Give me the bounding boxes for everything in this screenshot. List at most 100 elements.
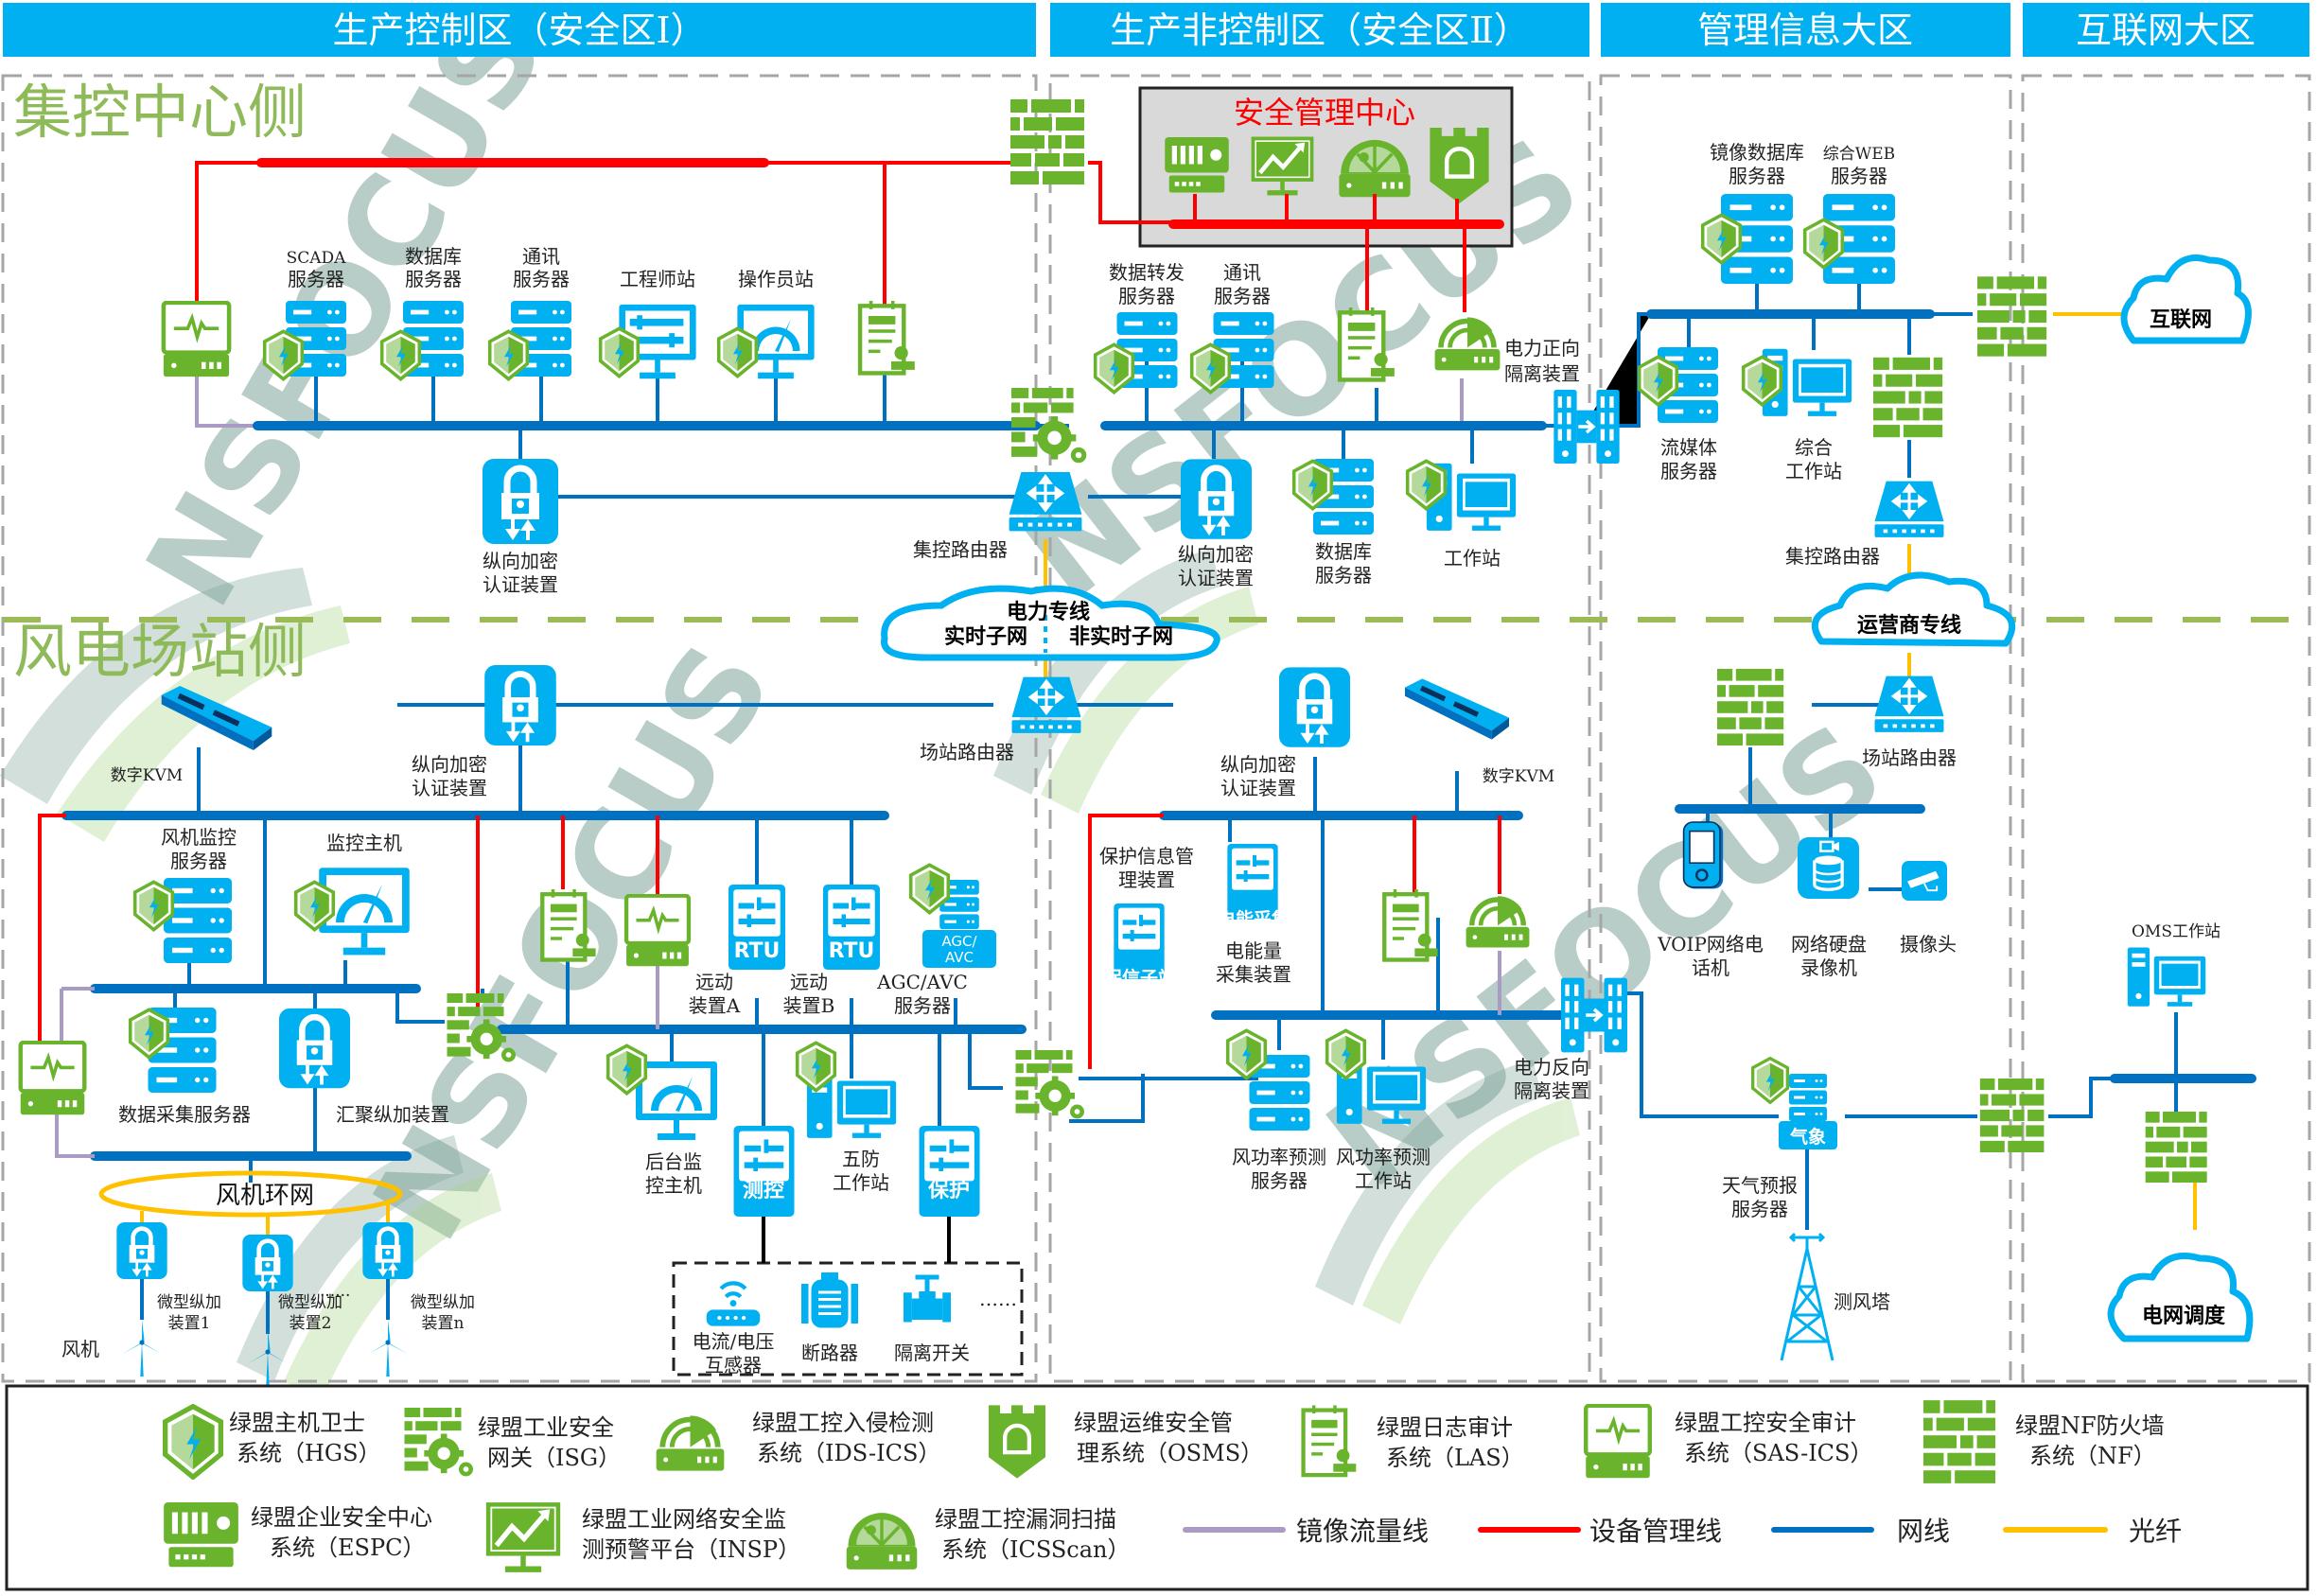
agc-avc-server[interactable]: AGC/ AVC AGC/AVC 服务器 <box>876 863 996 1017</box>
legend-line-mirror: 镜像流量线 <box>1183 1516 1429 1547</box>
nf-firewall-icon[interactable] <box>1010 99 1084 184</box>
camera[interactable]: 摄像头 <box>1900 861 1957 956</box>
legend-label: 绿盟工控入侵检测 <box>752 1410 934 1436</box>
station-vertical-encryption[interactable]: 纵向加密 认证装置 <box>412 665 556 799</box>
protection-device[interactable]: 保护 <box>919 1126 980 1217</box>
z2-db-server[interactable]: 数据库 服务器 <box>1291 459 1374 587</box>
nf-firewall-icon[interactable] <box>1979 1079 2045 1152</box>
legend-item-isg: 绿盟工业安全 网关（ISG） <box>404 1408 621 1477</box>
power-isolation-icon[interactable] <box>1553 390 1620 464</box>
db-label: 服务器 <box>1315 564 1372 587</box>
scada-server[interactable]: SCADA 服务器 <box>262 249 346 381</box>
z2-comm-server[interactable]: 通讯 服务器 <box>1189 261 1274 395</box>
legend-line-management: 设备管理线 <box>1478 1516 1722 1547</box>
network-video-recorder[interactable]: 网络硬盘 录像机 <box>1791 837 1867 979</box>
nf-firewall-icon[interactable] <box>1873 357 1943 438</box>
las-log-icon[interactable] <box>860 301 915 373</box>
sas-ics-icon[interactable] <box>164 303 229 377</box>
scada-label: 服务器 <box>288 268 344 290</box>
micro-enc-label: 装置1 <box>168 1314 211 1333</box>
hgs-shield-icon <box>1637 355 1679 407</box>
legend-label: 绿盟工控漏洞扫描 <box>935 1506 1116 1533</box>
z2-vertical-encryption[interactable]: 纵向加密 认证装置 <box>1178 459 1254 589</box>
micro-encryption-1[interactable]: 微型纵加 装置1 <box>116 1222 221 1333</box>
nf-firewall-icon[interactable] <box>1717 669 1784 745</box>
zone-title-2: 生产非控制区（安全区Ⅱ） <box>1110 9 1530 51</box>
monitor-host[interactable]: 监控主机 <box>293 832 410 956</box>
comm-server[interactable]: 通讯 服务器 <box>487 245 571 381</box>
legend-label: 绿盟工业网络安全监 <box>582 1506 786 1533</box>
internet-cloud[interactable]: 互联网 <box>2120 254 2252 344</box>
vertical-encryption-device[interactable]: 纵向加密 认证装置 <box>483 459 558 596</box>
lock-icon <box>362 1222 412 1279</box>
lock-icon <box>1181 459 1252 538</box>
legend-label: 绿盟NF防火墙 <box>2015 1412 2165 1439</box>
rtu-a-label: 装置A <box>689 994 741 1017</box>
espc-icon[interactable] <box>1165 137 1229 193</box>
protection-info-device[interactable]: 保护信息管 理装置 保信子站 <box>1099 845 1194 989</box>
z3-control-router[interactable]: 集控路由器 <box>1785 479 1945 568</box>
wufang-workstation[interactable]: 五防 工作站 <box>795 1041 897 1194</box>
nf-firewall-icon[interactable] <box>1977 276 2047 357</box>
wind-station-lines <box>38 703 2256 1377</box>
wind-turbine-icon[interactable] <box>368 1320 408 1377</box>
z2-workstation[interactable]: 工作站 <box>1405 459 1517 570</box>
operator-station[interactable]: 操作员站 <box>716 268 815 379</box>
fan-monitor-server[interactable]: 风机监控 服务器 <box>132 826 237 963</box>
ct-vt-icon[interactable] <box>707 1283 761 1325</box>
nf-firewall-icon[interactable] <box>2145 1112 2207 1183</box>
measure-control-device[interactable]: 测控 <box>733 1126 795 1217</box>
aggregation-encryption[interactable]: 汇聚纵加装置 <box>279 1008 449 1126</box>
database-server[interactable]: 数据库 服务器 <box>379 245 464 381</box>
engineer-station[interactable]: 工程师站 <box>598 268 696 379</box>
power-line-title: 电力专线 <box>1007 600 1090 624</box>
grid-dispatch-cloud[interactable]: 电网调度 <box>2107 1253 2254 1342</box>
router-label: 集控路由器 <box>913 538 1008 561</box>
mirror-db-server[interactable]: 镜像数据库 服务器 <box>1700 141 1804 284</box>
z3-station-router[interactable]: 场站路由器 <box>1862 674 1957 769</box>
rtu-b[interactable]: RTU 远动 装置B <box>783 885 880 1017</box>
lock-icon <box>242 1235 292 1291</box>
legend-item-icsscan: 绿盟工控漏洞扫描 系统（ICSScan） <box>845 1506 1131 1571</box>
wind-turbine-icon[interactable] <box>122 1320 162 1377</box>
station-router[interactable]: 场站路由器 <box>920 675 1082 763</box>
ids-ics-icon[interactable] <box>1466 896 1530 947</box>
sas-ics-icon[interactable] <box>626 896 689 967</box>
sas-ics-icon[interactable] <box>21 1043 85 1114</box>
legend-item-las: 绿盟日志审计 系统（LAS） <box>1304 1405 1524 1475</box>
web-server[interactable]: 综合WEB 服务器 <box>1802 145 1895 284</box>
energy-collect-device[interactable]: 电能采集 电能量 采集装置 <box>1216 844 1291 986</box>
data-forward-server[interactable]: 数据转发 服务器 <box>1093 261 1185 395</box>
protect-tag: 保护 <box>927 1179 970 1202</box>
las-log-icon[interactable] <box>1384 889 1437 960</box>
control-router[interactable]: 集控路由器 <box>913 470 1083 561</box>
weather-forecast-server[interactable]: 气象 天气预报 服务器 <box>1722 1057 1837 1220</box>
legend-label: 理系统（OSMS） <box>1077 1440 1263 1466</box>
power-line-cloud[interactable]: 电力专线 实时子网 非实时子网 <box>881 585 1220 661</box>
legend-label: 绿盟企业安全中心 <box>251 1504 432 1531</box>
z2-station-kvm[interactable]: 数字KVM <box>1405 678 1554 786</box>
zone-title-3: 管理信息大区 <box>1697 9 1913 51</box>
backend-monitor-host[interactable]: 后台监 控主机 <box>606 1044 717 1197</box>
general-workstation[interactable]: 综合 工作站 <box>1741 348 1852 482</box>
station-kvm[interactable]: 数字KVM <box>111 686 272 785</box>
oms-workstation[interactable]: OMS工作站 <box>2127 922 2220 1007</box>
z2-station-vertical-encryption[interactable]: 纵向加密 认证装置 <box>1220 667 1350 799</box>
wind-power-forecast-server[interactable]: 风功率预测 服务器 <box>1225 1028 1326 1192</box>
met-tower[interactable]: 测风塔 <box>1780 1232 1890 1362</box>
carrier-cloud[interactable]: 运营商专线 <box>1811 571 2016 647</box>
breaker-icon[interactable] <box>801 1272 858 1328</box>
data-collect-server[interactable]: 数据采集服务器 <box>118 1008 251 1126</box>
rtu-a[interactable]: RTU 远动 装置A <box>689 885 785 1017</box>
nvr-label: 录像机 <box>1800 956 1857 979</box>
comm-label: 通讯 <box>522 245 560 268</box>
isolation-switch-icon[interactable] <box>904 1274 951 1323</box>
voip-phone[interactable]: VOIP网络电 话机 <box>1657 820 1764 979</box>
micro-encryption-n[interactable]: 微型纵加 装置n <box>362 1222 475 1333</box>
prot-tag: 保信子站 <box>1103 967 1176 989</box>
stream-server[interactable]: 流媒体 服务器 <box>1637 347 1718 482</box>
wind-station-title: 风电场站侧 <box>13 617 307 686</box>
micro-encryption-2[interactable]: 微型纵加 装置2 ······ <box>242 1235 350 1333</box>
wind-power-forecast-workstation[interactable]: 风功率预测 工作站 <box>1325 1028 1431 1192</box>
